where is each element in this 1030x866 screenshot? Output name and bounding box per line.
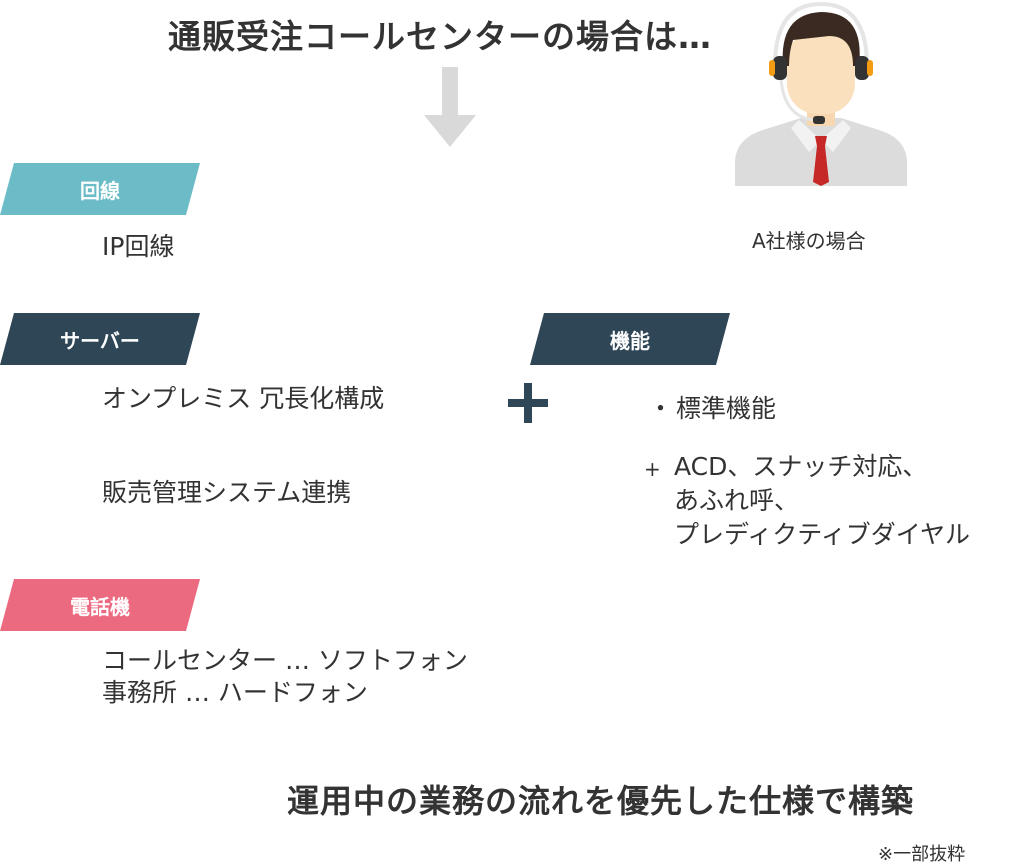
tag-line: 回線 — [0, 163, 200, 215]
function-plus-mark: + — [644, 454, 661, 484]
plus-icon — [508, 383, 548, 423]
phone-item-1: コールセンター … ソフトフォン — [102, 646, 468, 676]
tag-function: 機能 — [530, 313, 730, 365]
tag-function-label: 機能 — [610, 325, 650, 354]
excerpt-note: ※一部抜粋 — [878, 840, 965, 866]
line-item: IP回線 — [102, 232, 174, 262]
server-item-2: 販売管理システム連携 — [102, 478, 351, 508]
function-plus-line-3: プレディクティブダイヤル — [674, 520, 970, 550]
function-plus-line-2: あふれ呼、 — [674, 486, 799, 516]
function-plus-line-1: ACD、スナッチ対応、 — [674, 452, 927, 482]
page-title: 通販受注コールセンターの場合は… — [168, 10, 712, 58]
tag-line-label: 回線 — [80, 175, 120, 204]
footer-statement: 運用中の業務の流れを優先した仕様で構築 — [287, 776, 914, 822]
down-arrow-icon — [424, 67, 476, 147]
tag-server-label: サーバー — [60, 325, 140, 354]
function-standard: 標準機能 — [676, 394, 776, 424]
tag-phone-label: 電話機 — [70, 591, 130, 620]
operator-caption: A社様の場合 — [752, 225, 866, 254]
function-bullet: ・ — [648, 394, 673, 424]
tag-server: サーバー — [0, 313, 200, 365]
tag-phone: 電話機 — [0, 579, 200, 631]
server-item-1: オンプレミス 冗長化構成 — [102, 384, 384, 414]
operator-headset-icon — [733, 0, 909, 186]
phone-item-2: 事務所 … ハードフォン — [102, 678, 368, 708]
